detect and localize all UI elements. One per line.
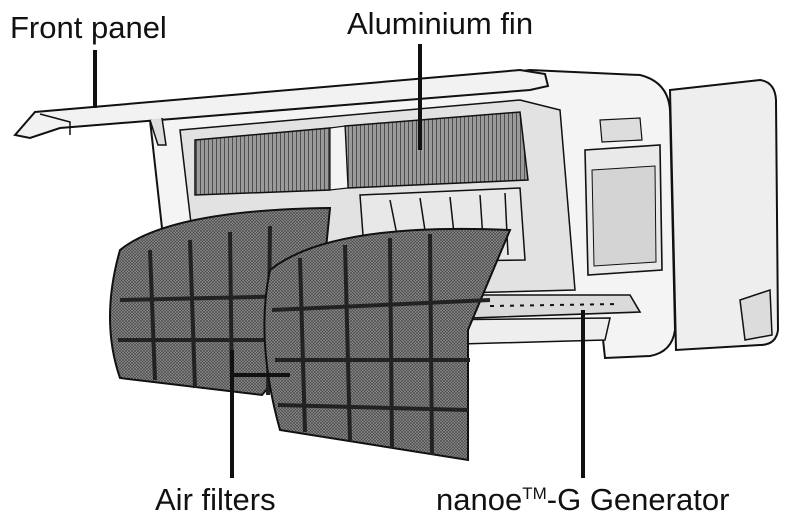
air-filters-label: Air filters: [155, 482, 276, 517]
electronics-box: [584, 117, 663, 276]
nanoe-label-suffix: -G Generator: [546, 482, 730, 517]
aluminium-fin-label: Aluminium fin: [347, 6, 534, 41]
nanoe-generator-label: nanoeTM-G Generator: [436, 484, 729, 515]
nanoe-label-prefix: nanoe: [436, 482, 523, 517]
air-filter-right: [263, 227, 512, 462]
front-panel-label: Front panel: [10, 10, 167, 45]
front-panel: [13, 68, 550, 146]
leader-lines: [93, 44, 585, 478]
nanoe-label-tm: TM: [522, 484, 547, 503]
